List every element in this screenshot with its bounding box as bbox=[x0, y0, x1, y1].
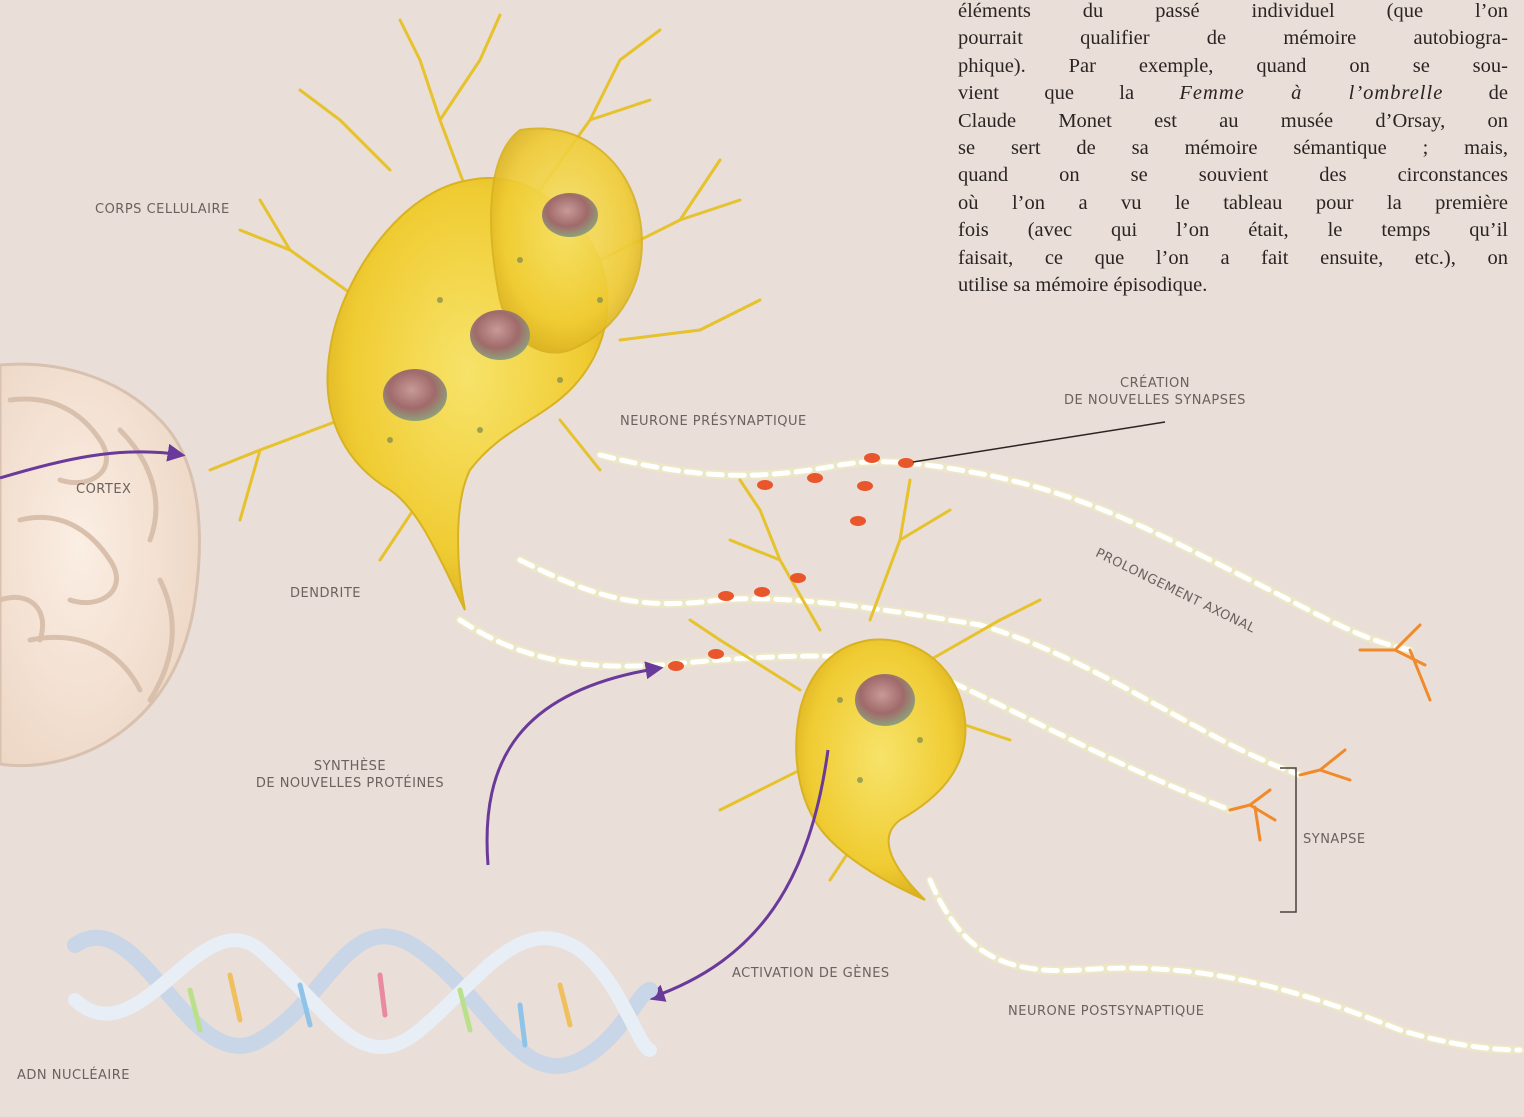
article-line: phique). Par exemple, quand on se sou- bbox=[958, 53, 1508, 80]
article-line: quand on se souvient des circonstances bbox=[958, 162, 1508, 189]
brain-cortex bbox=[0, 364, 199, 765]
article-text: éléments du passé individuel (que l’on p… bbox=[958, 0, 1508, 299]
label-dendrite: DENDRITE bbox=[290, 585, 361, 602]
article-line-start: vient que la bbox=[958, 82, 1179, 104]
label-activation-genes: ACTIVATION DE GÈNES bbox=[732, 965, 890, 982]
postsynaptic-neuron bbox=[690, 480, 1040, 900]
label-neurone-postsynaptique: NEURONE POSTSYNAPTIQUE bbox=[1008, 1003, 1204, 1020]
label-cortex: CORTEX bbox=[76, 481, 131, 498]
label-synapse: SYNAPSE bbox=[1303, 831, 1366, 848]
synapse-bracket bbox=[1280, 768, 1296, 912]
dna-helix bbox=[75, 936, 650, 1066]
article-line: se sert de sa mémoire sémantique ; mais, bbox=[958, 135, 1508, 162]
article-line: utilise sa mémoire épisodique. bbox=[958, 272, 1508, 299]
artwork-title: Femme à l’ombrelle bbox=[1179, 82, 1443, 104]
article-line: éléments du passé individuel (que l’on bbox=[958, 0, 1508, 25]
label-creation-synapses: CRÉATION DE NOUVELLES SYNAPSES bbox=[1030, 375, 1280, 409]
article-line-end: de bbox=[1443, 82, 1508, 104]
axon-terminals bbox=[1230, 625, 1430, 840]
article-line: pourrait qualifier de mémoire autobiogra… bbox=[958, 25, 1508, 52]
article-line: où l’on a vu le tableau pour la première bbox=[958, 190, 1508, 217]
label-synthese-proteines: SYNTHÈSE DE NOUVELLES PROTÉINES bbox=[200, 758, 500, 792]
article-line: faisait, ce que l’on a fait ensuite, etc… bbox=[958, 245, 1508, 272]
label-corps-cellulaire: CORPS CELLULAIRE bbox=[95, 201, 230, 218]
article-line: fois (avec qui l’on était, le temps qu’i… bbox=[958, 217, 1508, 244]
label-adn-nucleaire: ADN NUCLÉAIRE bbox=[17, 1067, 130, 1084]
presynaptic-neuron bbox=[210, 15, 760, 610]
axons bbox=[460, 455, 1520, 1050]
synapse-dots bbox=[668, 453, 914, 671]
article-line: Claude Monet est au musée d’Orsay, on bbox=[958, 108, 1508, 135]
creation-leader-line bbox=[913, 422, 1165, 462]
label-neurone-presynaptique: NEURONE PRÉSYNAPTIQUE bbox=[620, 413, 807, 430]
article-line-with-title: vient que la Femme à l’ombrelle de bbox=[958, 80, 1508, 107]
